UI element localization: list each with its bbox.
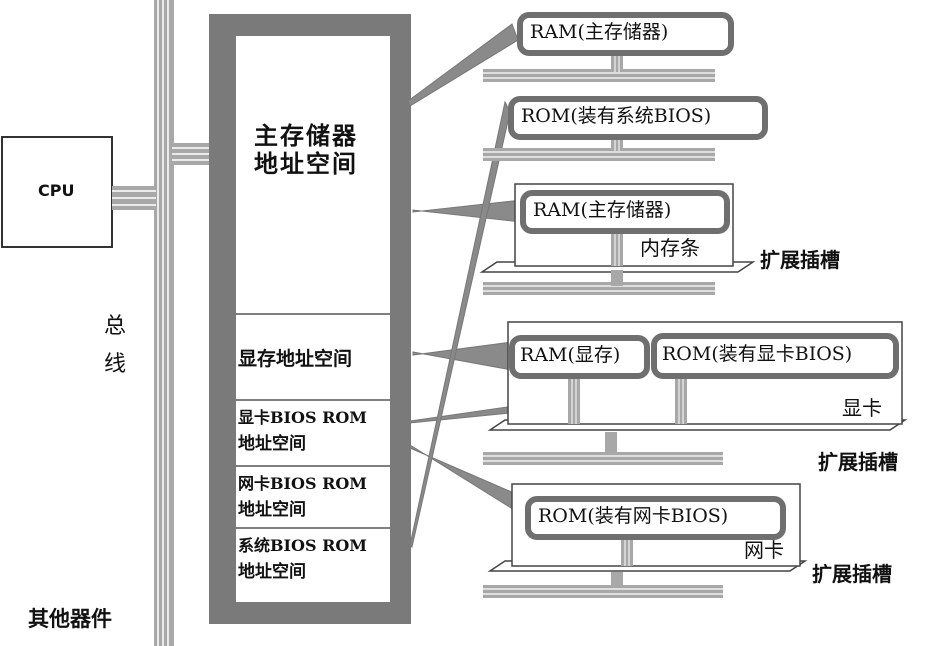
system-bus [154, 0, 174, 646]
rom-video-label: ROM(装有显卡BIOS) [662, 343, 853, 365]
ram-main-module-label: RAM(主存储器) [533, 199, 672, 221]
network-card-label: 网卡 [744, 538, 784, 562]
main-memory-space-line2: 地址空间 [254, 149, 358, 178]
bus-address-connector [172, 143, 218, 165]
sys-bios-space-line2: 地址空间 [238, 562, 306, 582]
expansion-slot-label-3: 扩展插槽 [812, 562, 892, 586]
expansion-slot-label-2: 扩展插槽 [818, 450, 898, 474]
mapping-lines [407, 23, 661, 548]
rom-system-bus [483, 135, 715, 161]
main-memory-space-line1: 主存储器 [254, 121, 358, 150]
memory-module-label: 内存条 [640, 236, 700, 260]
other-devices-label: 其他器件 [28, 606, 112, 631]
video-bios-space-line2: 地址空间 [238, 434, 306, 454]
ram-vram-label: RAM(显存) [520, 344, 621, 366]
ram-main-top-label: RAM(主存储器) [530, 21, 669, 43]
nic-bios-space-line2: 地址空间 [238, 500, 306, 520]
chip-boxes [508, 12, 899, 540]
rom-system-label: ROM(装有系统BIOS) [521, 105, 712, 127]
rom-nic-label: ROM(装有网卡BIOS) [538, 505, 729, 527]
nic-bios-space-line1: 网卡BIOS ROM [238, 474, 368, 493]
bus-label-1: 总 [104, 314, 127, 339]
cpu-bus-connector [112, 186, 156, 210]
cpu-label: CPU [38, 181, 75, 200]
bus-label-2: 线 [104, 352, 127, 377]
sys-bios-space-line1: 系统BIOS ROM [238, 536, 368, 555]
video-card-label: 显卡 [842, 396, 882, 420]
video-bios-space-line1: 显卡BIOS ROM [238, 408, 368, 427]
vram-space-label: 显存地址空间 [238, 348, 353, 370]
expansion-slot-label-1: 扩展插槽 [760, 248, 840, 272]
cpu-box [1, 136, 113, 248]
ram-top-bus [483, 52, 715, 82]
address-space-block [209, 14, 411, 624]
